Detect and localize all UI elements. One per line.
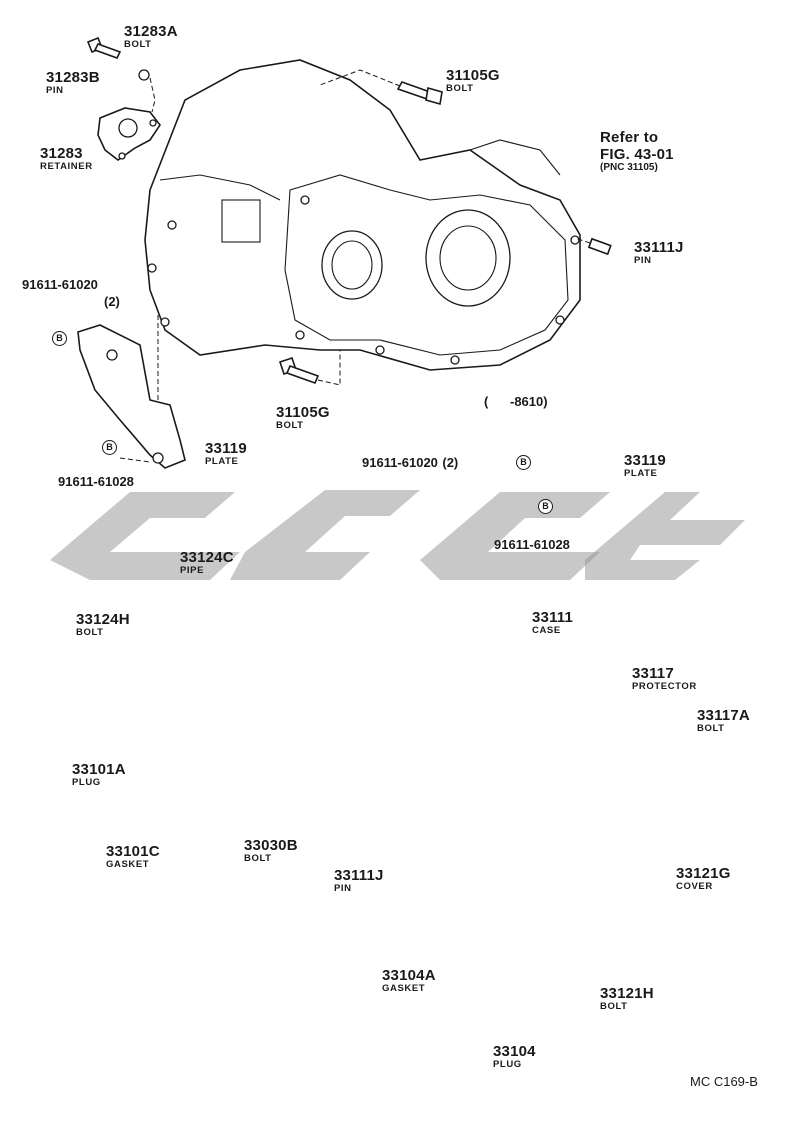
part-qty: (2) bbox=[104, 294, 120, 309]
label-31283a: 31283A BOLT bbox=[124, 24, 178, 50]
part-name: GASKET bbox=[106, 859, 150, 870]
date-range-text: ( -8610) bbox=[484, 394, 548, 409]
label-33111j-top: 33111J PIN bbox=[634, 240, 684, 266]
part-name: CASE bbox=[532, 625, 561, 636]
part-name: PROTECTOR bbox=[632, 681, 697, 692]
part-number: 91611-61020 bbox=[362, 455, 438, 470]
part-number: 31105G bbox=[446, 67, 500, 84]
part-name: BOLT bbox=[446, 83, 474, 94]
label-91611-61028-left: 91611-61028 bbox=[58, 474, 134, 490]
label-31283b: 31283B PIN bbox=[46, 70, 100, 96]
label-33030b: 33030B BOLT bbox=[244, 838, 298, 864]
part-name: BOLT bbox=[276, 420, 304, 431]
bolt-marker-right-bottom: B bbox=[538, 499, 553, 514]
figure-code-text: MC C169-B bbox=[690, 1074, 758, 1089]
part-name: PIN bbox=[46, 85, 64, 96]
label-33117a: 33117A BOLT bbox=[697, 708, 750, 734]
part-name: PIN bbox=[634, 255, 652, 266]
bolt-31105g-top bbox=[396, 81, 443, 106]
part-number: 33124H bbox=[76, 611, 130, 628]
label-33119-right: 33119 PLATE bbox=[624, 453, 666, 479]
part-name: RETAINER bbox=[40, 161, 93, 172]
label-33119-left: 33119 PLATE bbox=[205, 441, 247, 467]
label-31105g-top: 31105G BOLT bbox=[446, 68, 500, 94]
bolt-31105g-mid bbox=[278, 356, 320, 385]
label-33104: 33104 PLUG bbox=[493, 1044, 536, 1070]
part-number: 33101A bbox=[72, 761, 126, 778]
label-31105g-mid: 31105G BOLT bbox=[276, 405, 330, 431]
part-number: 33124C bbox=[180, 549, 234, 566]
date-range: ( -8610) bbox=[484, 394, 548, 410]
part-name: GASKET bbox=[382, 983, 426, 994]
watermark-logo bbox=[50, 490, 745, 580]
retainer-31283 bbox=[97, 107, 161, 161]
label-33101a: 33101A PLUG bbox=[72, 762, 126, 788]
part-number: 33119 bbox=[624, 452, 666, 469]
bolt-marker-left-bottom: B bbox=[102, 440, 117, 455]
part-name: PLATE bbox=[624, 468, 658, 479]
part-number: 31283A bbox=[124, 23, 178, 40]
bolt-marker-left-top: B bbox=[52, 331, 67, 346]
bolt-marker-right-top: B bbox=[516, 455, 531, 470]
label-33104a: 33104A GASKET bbox=[382, 968, 436, 994]
reference-line1: Refer to bbox=[600, 129, 659, 146]
part-number: 33117A bbox=[697, 707, 750, 724]
reference-line2: FIG. 43-01 bbox=[600, 146, 674, 163]
reference-note: Refer to FIG. 43-01 (PNC 31105) bbox=[600, 130, 674, 173]
part-name: COVER bbox=[676, 881, 713, 892]
part-number: 33030B bbox=[244, 837, 298, 854]
pin-31283b bbox=[138, 69, 150, 81]
part-name: PIN bbox=[334, 883, 352, 894]
part-name: BOLT bbox=[76, 627, 104, 638]
part-number: 33117 bbox=[632, 665, 674, 682]
part-name: BOLT bbox=[600, 1001, 628, 1012]
part-number: 33121G bbox=[676, 865, 731, 882]
bolt-31283a bbox=[86, 36, 122, 59]
part-number: 31283B bbox=[46, 69, 100, 86]
label-33117: 33117 PROTECTOR bbox=[632, 666, 697, 692]
part-name: BOLT bbox=[697, 723, 725, 734]
figure-code: MC C169-B bbox=[690, 1074, 758, 1090]
part-number: 33101C bbox=[106, 843, 160, 860]
label-33121h: 33121H BOLT bbox=[600, 986, 654, 1012]
part-number: 33119 bbox=[205, 440, 247, 457]
part-number: 33111J bbox=[334, 867, 384, 884]
label-91611-61020-right: 91611-61020 (2) bbox=[362, 455, 458, 471]
part-number: 91611-61028 bbox=[494, 537, 570, 552]
part-name: PLUG bbox=[493, 1059, 522, 1070]
label-91611-61020-left: 91611-61020 (2) bbox=[22, 277, 120, 308]
part-number: 31105G bbox=[276, 404, 330, 421]
part-number: 91611-61020 bbox=[22, 277, 98, 292]
part-number: 33104A bbox=[382, 967, 436, 984]
part-name: PLATE bbox=[205, 456, 239, 467]
label-33124c: 33124C PIPE bbox=[180, 550, 234, 576]
upper-transaxle-housing bbox=[144, 59, 581, 371]
plate-33119-left bbox=[77, 324, 186, 469]
label-91611-61028-right: 91611-61028 bbox=[494, 537, 570, 553]
part-name: PIPE bbox=[180, 565, 205, 576]
part-name: BOLT bbox=[244, 853, 272, 864]
part-number: 33104 bbox=[493, 1043, 536, 1060]
part-qty: (2) bbox=[442, 455, 459, 470]
part-name: BOLT bbox=[124, 39, 152, 50]
reference-line3: (PNC 31105) bbox=[600, 162, 658, 173]
part-number: 33111J bbox=[634, 239, 684, 256]
part-number: 31283 bbox=[40, 145, 83, 162]
label-33124h: 33124H BOLT bbox=[76, 612, 130, 638]
label-33111: 33111 CASE bbox=[532, 610, 573, 636]
part-name: PLUG bbox=[72, 777, 101, 788]
part-number: 33111 bbox=[532, 609, 574, 626]
label-31283: 31283 RETAINER bbox=[40, 146, 93, 172]
part-number: 91611-61028 bbox=[58, 474, 134, 489]
part-number: 33121H bbox=[600, 985, 654, 1002]
pin-33111j-top bbox=[587, 237, 612, 256]
label-33111j-bottom: 33111J PIN bbox=[334, 868, 384, 894]
label-33121g: 33121G COVER bbox=[676, 866, 731, 892]
label-33101c: 33101C GASKET bbox=[106, 844, 160, 870]
